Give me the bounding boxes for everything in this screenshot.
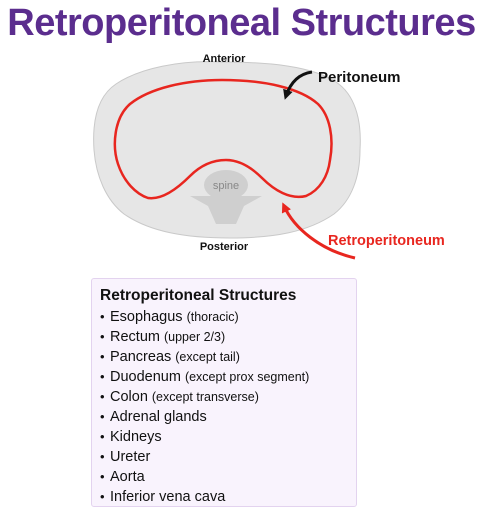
spine-label: spine xyxy=(213,180,239,192)
bullet-icon: • xyxy=(100,349,105,364)
abdominal-cross-section-diagram: Anterior Posterior spine Peritoneum Retr… xyxy=(93,53,445,260)
list-item: • Esophagus (thoracic) xyxy=(100,307,348,327)
structures-list: • Esophagus (thoracic) • Rectum (upper 2… xyxy=(100,307,348,507)
list-item-label: Adrenal glands xyxy=(110,409,207,425)
list-item: • Colon (except transverse) xyxy=(100,387,348,407)
posterior-label: Posterior xyxy=(200,241,249,253)
bullet-icon: • xyxy=(100,429,105,444)
list-item-label: Ureter xyxy=(110,449,151,465)
list-item: • Kidneys xyxy=(100,427,348,447)
list-item-label: Rectum xyxy=(110,329,160,345)
bullet-icon: • xyxy=(100,449,105,464)
list-item: • Adrenal glands xyxy=(100,407,348,427)
list-item-label: Esophagus xyxy=(110,309,183,325)
page-title: Retroperitoneal Structures xyxy=(7,2,476,44)
card-title: Retroperitoneal Structures xyxy=(100,287,297,304)
peritoneum-line xyxy=(113,78,333,200)
bullet-icon: • xyxy=(100,329,105,344)
list-item: • Pancreas (except tail) xyxy=(100,347,348,367)
peritoneum-arrow xyxy=(283,70,313,100)
body-wall-shape xyxy=(93,61,361,239)
bullet-icon: • xyxy=(100,389,105,404)
list-item-label: Kidneys xyxy=(110,429,162,445)
list-item-note: (thoracic) xyxy=(186,310,239,324)
bullet-icon: • xyxy=(100,369,105,384)
list-item-label: Duodenum xyxy=(110,369,181,385)
retroperitoneum-label: Retroperitoneum xyxy=(328,233,445,249)
list-item-note: (except transverse) xyxy=(151,390,259,404)
retroperitoneum-arrow xyxy=(281,202,356,260)
list-item-note: (except prox segment) xyxy=(184,370,310,384)
list-item-label: Aorta xyxy=(110,469,145,485)
peritoneum-label: Peritoneum xyxy=(318,69,401,86)
bullet-icon: • xyxy=(100,309,105,324)
bullet-icon: • xyxy=(100,489,105,504)
list-item: • Aorta xyxy=(100,467,348,487)
anterior-label: Anterior xyxy=(203,53,247,65)
list-item-note: (upper 2/3) xyxy=(163,330,226,344)
list-item: • Inferior vena cava xyxy=(100,487,348,507)
list-item-label: Inferior vena cava xyxy=(110,489,226,505)
retroperitoneal-structures-card: Retroperitoneal Structures • Esophagus (… xyxy=(91,278,357,507)
list-item-label: Colon xyxy=(110,389,148,405)
spine-shape xyxy=(190,170,262,224)
list-item: • Duodenum (except prox segment) xyxy=(100,367,348,387)
list-item-note: (except tail) xyxy=(175,350,240,364)
list-item-label: Pancreas xyxy=(110,349,172,365)
list-item: • Rectum (upper 2/3) xyxy=(100,327,348,347)
bullet-icon: • xyxy=(100,409,105,424)
list-item: • Ureter xyxy=(100,447,348,467)
bullet-icon: • xyxy=(100,469,105,484)
